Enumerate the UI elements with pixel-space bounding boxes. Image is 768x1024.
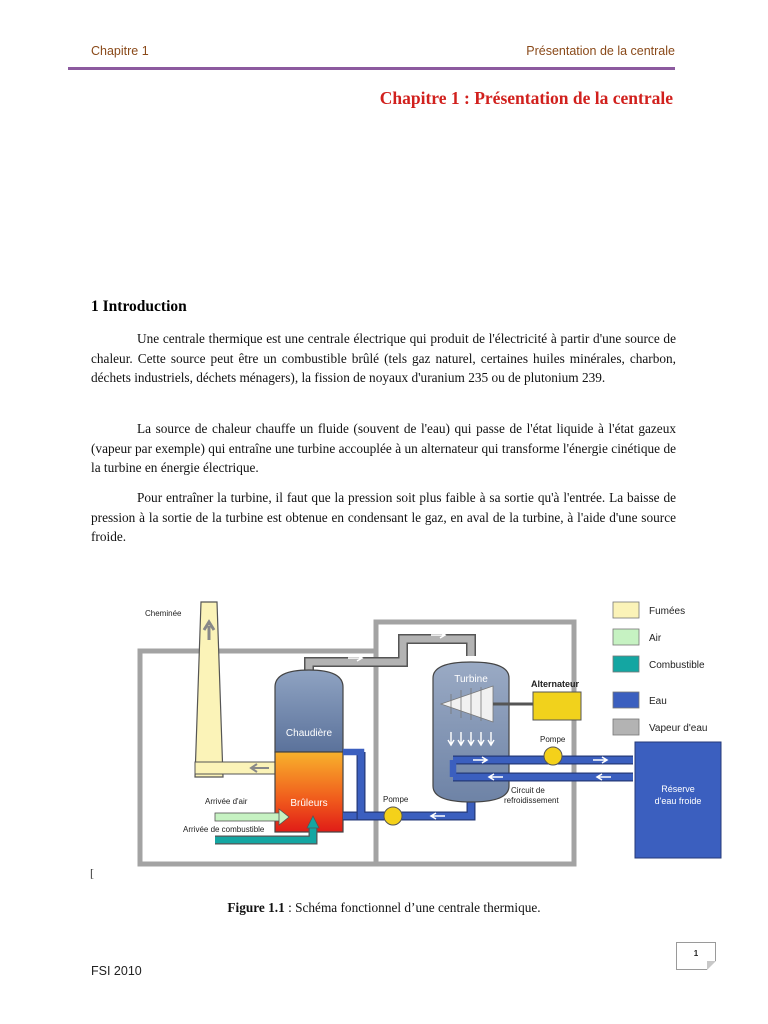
stray-bracket: [ [90,866,94,880]
cold-reservoir-label-2: d'eau froide [655,796,702,806]
alternator-label: Alternateur [531,679,580,689]
legend-label-combustible: Combustible [649,660,705,671]
fuel-inlet-label: Arrivée de combustible [183,825,265,834]
air-inlet [214,812,282,822]
legend-swatch-combustible [612,655,640,673]
legend-swatch-eau [612,691,640,709]
turbine-label: Turbine [454,674,488,685]
footer-text: FSI 2010 [91,964,142,978]
cooling-circuit-label-1: Circuit de [511,786,545,795]
figure-caption-label: Figure 1.1 [227,900,285,915]
page-fold-corner [707,961,716,970]
chimney-label: Cheminée [145,609,182,618]
pump-right [543,746,563,766]
legend-swatch-vapeur [612,718,640,736]
cold-water-reservoir [634,741,722,859]
paragraph-3: Pour entraîner la turbine, il faut que l… [91,490,676,544]
chimney [194,601,224,778]
pump-left-label: Pompe [383,795,409,804]
power-plant-diagram: Chaudière Brûleurs Arrivée d'air Arrivée… [137,601,722,867]
paragraph-2: La source de chaleur chauffe un fluide (… [91,421,676,475]
cooling-circuit-label-2: refroidissement [504,796,559,805]
running-header-left: Chapitre 1 [91,44,149,58]
section-title: 1 Introduction [91,298,187,315]
legend: Fumées Air Combustible Eau Vapeur d'eau [612,601,707,736]
flue-arrow [249,763,269,773]
legend-label-eau: Eau [649,696,667,707]
legend-swatch-fumees [612,601,640,619]
legend-swatch-air [612,628,640,646]
burners-label: Brûleurs [290,798,327,809]
steam-arrow [348,654,364,662]
pump-right-label: Pompe [540,735,566,744]
legend-label-vapeur: Vapeur d'eau [649,723,707,734]
air-inlet-label: Arrivée d'air [205,797,248,806]
figure-caption: Figure 1.1 : Schéma fonctionnel d’une ce… [0,900,768,916]
boiler-label: Chaudière [286,728,333,739]
page-number: 1 [693,949,699,958]
legend-label-air: Air [649,633,662,644]
alternator [532,691,582,721]
chimney-arrow [202,619,216,640]
pump-left [383,806,403,826]
boiler [274,669,344,753]
page-number-badge: 1 [676,942,716,970]
running-header-right: Présentation de la centrale [526,44,675,58]
legend-label-fumees: Fumées [649,606,685,617]
header-rule [68,67,675,70]
paragraph-1: Une centrale thermique est une centrale … [91,331,676,385]
turbine-house-frame [373,619,577,867]
chapter-title: Chapitre 1 : Présentation de la centrale [379,88,673,108]
cold-reservoir-label-1: Réserve [661,784,695,794]
boiler-feed-pipe [356,752,383,821]
figure-caption-text: : Schéma fonctionnel d’une centrale ther… [284,900,541,915]
